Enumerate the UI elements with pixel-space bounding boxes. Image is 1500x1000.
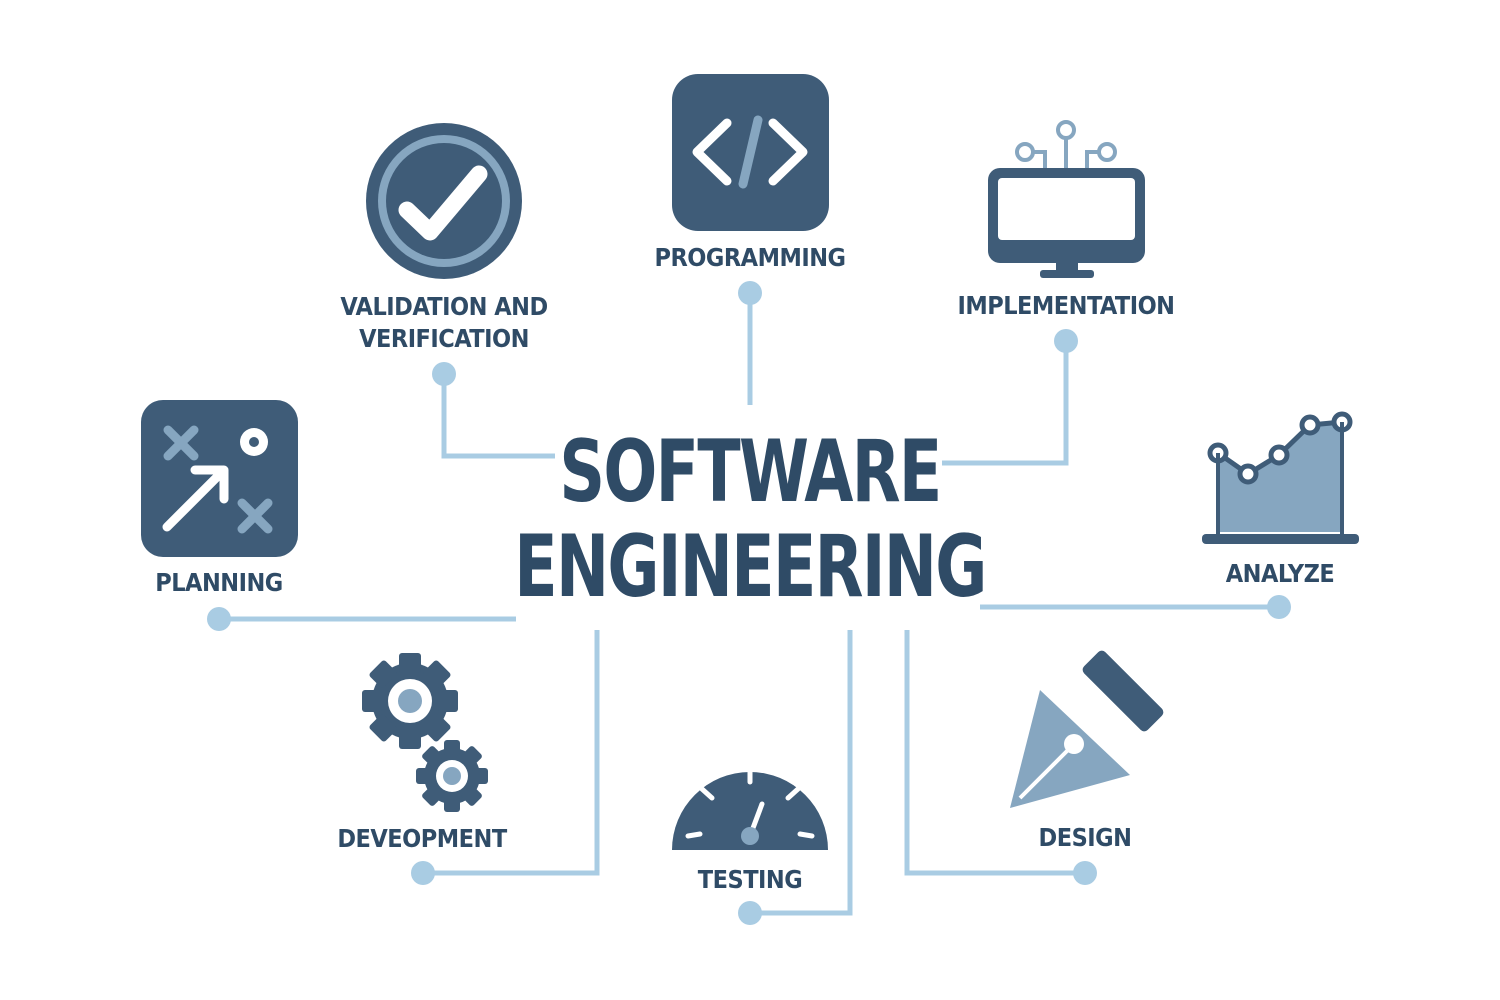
title-line-2: ENGINEERING <box>514 517 987 617</box>
dot-programming <box>738 281 762 305</box>
gauge-icon <box>672 767 828 850</box>
connector-development <box>423 630 600 876</box>
label-analyze: ANALYZE <box>1225 559 1335 588</box>
pen-nib-icon <box>1010 650 1164 808</box>
connector-implementation <box>942 341 1069 466</box>
chart-icon <box>1202 411 1359 544</box>
strategy-icon <box>141 400 298 557</box>
connector-lines <box>219 293 1279 916</box>
title-line-1: SOFTWARE <box>559 422 942 522</box>
dot-validation <box>432 362 456 386</box>
code-icon <box>672 74 829 231</box>
dot-design <box>1073 861 1097 885</box>
dot-development <box>411 861 435 885</box>
connector-design <box>904 630 1085 876</box>
connector-validation <box>441 374 555 459</box>
connector-dots <box>207 281 1291 925</box>
dot-testing <box>738 901 762 925</box>
label-design: DESIGN <box>1038 823 1132 852</box>
label-testing: TESTING <box>697 865 803 894</box>
label-validation: VALIDATION AND VERIFICATION <box>340 292 548 353</box>
dot-planning <box>207 607 231 631</box>
checkmark-icon <box>366 123 522 279</box>
connector-testing <box>750 630 853 916</box>
label-implementation: IMPLEMENTATION <box>957 291 1175 320</box>
label-development: DEVEOPMENT <box>337 824 507 853</box>
monitor-icon <box>988 120 1145 278</box>
gears-icon <box>362 653 488 812</box>
label-programming: PROGRAMMING <box>654 243 846 272</box>
dot-analyze <box>1267 595 1291 619</box>
label-planning: PLANNING <box>155 568 283 597</box>
dot-implementation <box>1054 329 1078 353</box>
